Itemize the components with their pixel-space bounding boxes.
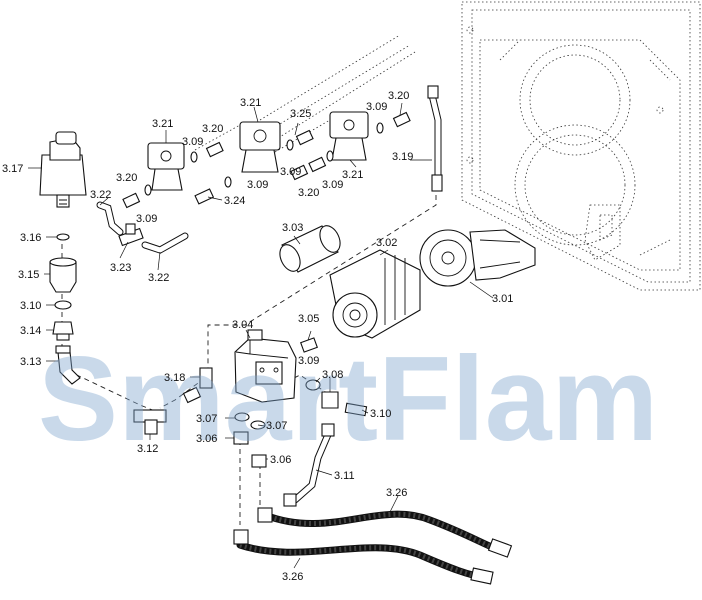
label-3-20-d: 3.20 bbox=[388, 90, 409, 102]
label-3-09-g: 3.09 bbox=[298, 355, 319, 367]
label-3-04: 3.04 bbox=[232, 319, 253, 331]
elbow-3-13 bbox=[55, 345, 81, 385]
label-3-11: 3.11 bbox=[334, 470, 355, 482]
small-fittings bbox=[122, 111, 411, 209]
label-3-18: 3.18 bbox=[164, 372, 185, 384]
o-ring-3-10 bbox=[54, 300, 72, 310]
solenoid-valve-3-17 bbox=[39, 131, 87, 208]
label-3-25: 3.25 bbox=[290, 108, 311, 120]
label-3-10-left: 3.10 bbox=[20, 300, 41, 312]
label-3-09-a: 3.09 bbox=[182, 136, 203, 148]
nipple-3-18 bbox=[199, 367, 213, 389]
leader-lines bbox=[28, 102, 494, 569]
label-3-22-left: 3.22 bbox=[90, 189, 111, 201]
label-3-15: 3.15 bbox=[18, 269, 39, 281]
label-3-09-d: 3.09 bbox=[280, 166, 301, 178]
burner-housing bbox=[461, 1, 701, 291]
label-3-20-c: 3.20 bbox=[298, 187, 319, 199]
filter-cup-3-15 bbox=[49, 257, 77, 293]
label-3-02: 3.02 bbox=[376, 237, 397, 249]
label-3-09-f: 3.09 bbox=[366, 101, 387, 113]
hose-3-26-lower bbox=[233, 529, 494, 585]
valve-3-21-left bbox=[147, 142, 185, 191]
label-3-20-a: 3.20 bbox=[202, 123, 223, 135]
pipe-3-19 bbox=[427, 85, 443, 192]
label-3-14: 3.14 bbox=[20, 325, 41, 337]
part-labels: 3.17 3.16 3.15 3.10 3.14 3.13 3.21 3.21 … bbox=[2, 90, 513, 583]
label-3-05: 3.05 bbox=[298, 313, 319, 325]
label-3-21-left: 3.21 bbox=[152, 118, 173, 130]
label-3-08: 3.08 bbox=[322, 369, 343, 381]
fan-housing-3-01 bbox=[419, 229, 536, 287]
label-3-09-c: 3.09 bbox=[247, 179, 268, 191]
fittings-3-05-3-08 bbox=[300, 337, 368, 417]
label-3-23: 3.23 bbox=[110, 262, 131, 274]
label-3-24: 3.24 bbox=[224, 195, 245, 207]
label-3-06-right: 3.06 bbox=[270, 454, 291, 466]
label-3-20-b: 3.20 bbox=[116, 172, 137, 184]
label-3-10-right: 3.10 bbox=[370, 408, 391, 420]
capacitor-3-03 bbox=[279, 225, 341, 273]
label-3-21-middle: 3.21 bbox=[240, 97, 261, 109]
pump-3-04 bbox=[234, 329, 297, 403]
pipe-3-22-right bbox=[141, 232, 189, 254]
label-3-17: 3.17 bbox=[2, 163, 23, 175]
label-3-09-b: 3.09 bbox=[136, 213, 157, 225]
pipe-3-22-left bbox=[96, 201, 124, 236]
label-3-13: 3.13 bbox=[20, 356, 41, 368]
label-3-09-e: 3.09 bbox=[322, 179, 343, 191]
pipe-3-11 bbox=[283, 423, 335, 507]
adapter-3-14 bbox=[52, 321, 74, 341]
valve-3-21-middle bbox=[239, 121, 281, 173]
label-3-12: 3.12 bbox=[137, 443, 158, 455]
label-3-06-left: 3.06 bbox=[196, 433, 217, 445]
label-3-26-upper: 3.26 bbox=[386, 487, 407, 499]
label-3-16: 3.16 bbox=[20, 232, 41, 244]
label-3-21-right: 3.21 bbox=[342, 169, 363, 181]
label-3-07-right: 3.07 bbox=[266, 420, 287, 432]
valve-3-21-right bbox=[329, 111, 369, 161]
tee-3-23 bbox=[118, 223, 144, 247]
hose-3-26-upper bbox=[257, 507, 513, 558]
watermark-text: SmartFlam bbox=[38, 332, 658, 466]
label-3-26-lower: 3.26 bbox=[282, 571, 303, 583]
motor-3-02 bbox=[329, 249, 421, 339]
label-3-01: 3.01 bbox=[492, 293, 513, 305]
washer-3-16 bbox=[56, 233, 70, 241]
tee-3-12 bbox=[133, 386, 202, 435]
label-3-03: 3.03 bbox=[282, 222, 303, 234]
label-3-19: 3.19 bbox=[392, 151, 413, 163]
label-3-07-left: 3.07 bbox=[196, 413, 217, 425]
label-3-22-right: 3.22 bbox=[148, 272, 169, 284]
